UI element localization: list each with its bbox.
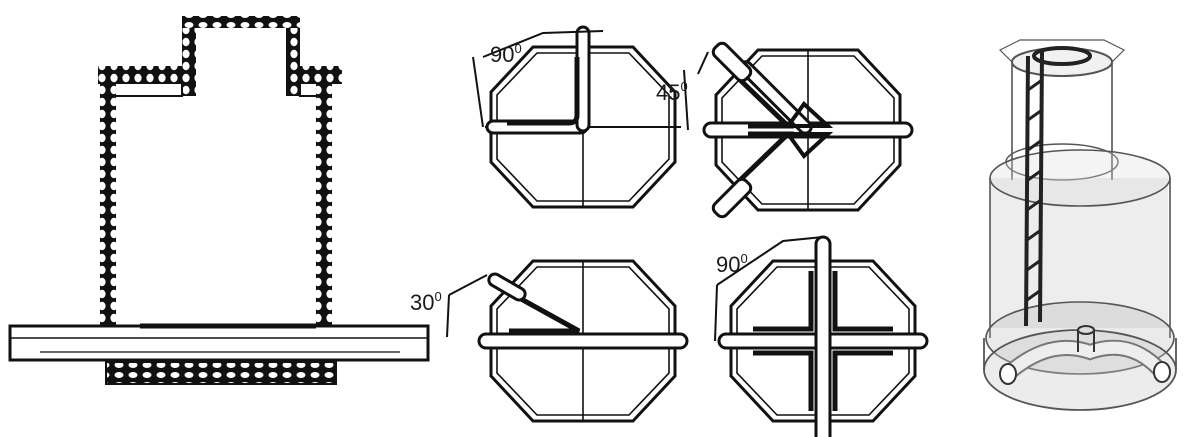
junction-90-top [472,25,683,209]
ladder [1024,51,1044,327]
junction-90-four-way [714,235,929,437]
shaft-wall-left [100,66,116,330]
angle-label-junction-2: 450 [656,79,688,105]
manhole-cross-section [8,16,430,385]
bottom-pipes [999,325,1171,385]
base-slab [106,362,336,384]
shoulder-left [98,66,196,84]
neck-top-ring [182,16,300,28]
junction-45-top [683,41,914,219]
angle-label-junction-1: 900 [490,41,522,67]
angle-label-junction-4: 900 [716,251,748,277]
junction-30-bottom [446,259,689,423]
angle-label-junction-3: 300 [410,289,442,315]
shaft-wall-right [316,84,332,330]
manhole-3d-render [983,39,1177,411]
through-pipe [8,323,430,362]
shoulder-right [286,66,342,84]
